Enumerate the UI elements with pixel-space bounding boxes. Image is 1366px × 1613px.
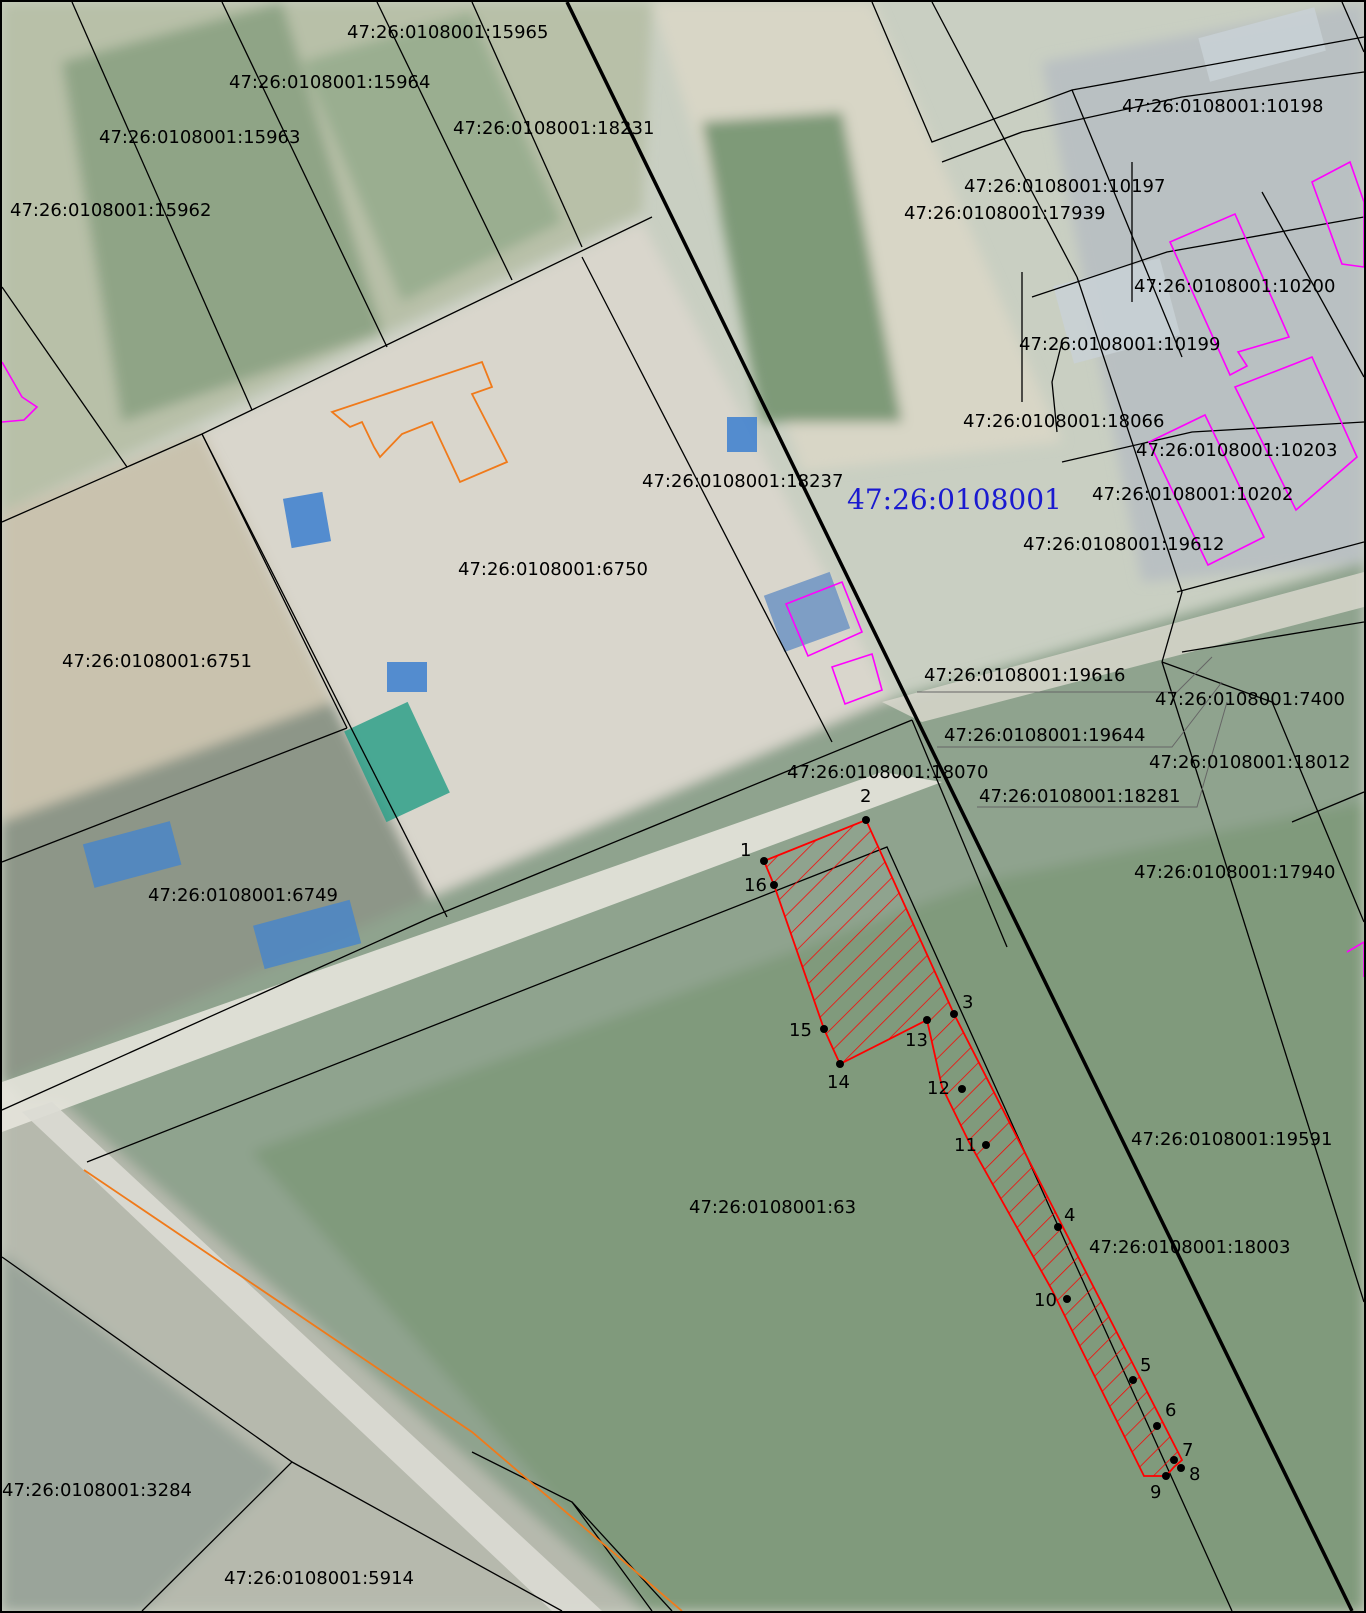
parcel-label: 47:26:0108001:7400 bbox=[1155, 689, 1345, 710]
parcel-label: 47:26:0108001:5914 bbox=[224, 1568, 414, 1589]
vertex-point[interactable] bbox=[1177, 1464, 1185, 1472]
vertex-number: 16 bbox=[744, 875, 767, 896]
vertex-point[interactable] bbox=[1162, 1472, 1170, 1480]
parcel-label: 47:26:0108001:19616 bbox=[924, 665, 1126, 686]
vertex-number: 1 bbox=[740, 840, 752, 861]
vertex-point[interactable] bbox=[950, 1010, 958, 1018]
vertex-number: 13 bbox=[905, 1030, 928, 1051]
quarter-label: 47:26:0108001 bbox=[847, 483, 1062, 516]
parcel-label: 47:26:0108001:19612 bbox=[1023, 534, 1225, 555]
parcel-label: 47:26:0108001:63 bbox=[689, 1197, 857, 1218]
parcel-label: 47:26:0108001:15964 bbox=[229, 72, 431, 93]
vertex-point[interactable] bbox=[820, 1025, 828, 1033]
vertex-number: 8 bbox=[1189, 1464, 1201, 1485]
parcel-label: 47:26:0108001:6749 bbox=[148, 885, 338, 906]
vertex-number: 6 bbox=[1165, 1400, 1177, 1421]
parcel-label: 47:26:0108001:18012 bbox=[1149, 752, 1351, 773]
target-land-plot[interactable] bbox=[762, 818, 1184, 1477]
parcel-label: 47:26:0108001:10200 bbox=[1134, 276, 1336, 297]
vertex-point[interactable] bbox=[760, 857, 768, 865]
parcel-label: 47:26:0108001:15965 bbox=[347, 22, 549, 43]
vertex-number: 15 bbox=[789, 1020, 812, 1041]
vertex-number: 9 bbox=[1150, 1482, 1162, 1503]
parcel-label: 47:26:0108001:18231 bbox=[453, 118, 655, 139]
parcel-label: 47:26:0108001:3284 bbox=[2, 1480, 192, 1501]
vertex-point[interactable] bbox=[1063, 1295, 1071, 1303]
parcel-label: 47:26:0108001:15962 bbox=[10, 200, 212, 221]
parcel-label: 47:26:0108001:10199 bbox=[1019, 334, 1221, 355]
parcel-label: 47:26:0108001:17939 bbox=[904, 203, 1106, 224]
vertex-point[interactable] bbox=[1170, 1456, 1178, 1464]
vertex-number: 4 bbox=[1064, 1205, 1076, 1226]
vertex-point[interactable] bbox=[862, 816, 870, 824]
parcel-label: 47:26:0108001:18003 bbox=[1089, 1237, 1291, 1258]
vertex-number: 11 bbox=[954, 1135, 977, 1156]
parcel-label: 47:26:0108001:18066 bbox=[963, 411, 1165, 432]
vertex-number: 5 bbox=[1140, 1355, 1152, 1376]
vertex-point[interactable] bbox=[1054, 1223, 1062, 1231]
parcel-label: 47:26:0108001:10203 bbox=[1136, 440, 1338, 461]
vertex-number: 14 bbox=[827, 1072, 850, 1093]
building-outlines bbox=[2, 160, 1364, 977]
parcel-label: 47:26:0108001:18237 bbox=[642, 471, 844, 492]
parcel-label: 47:26:0108001:6751 bbox=[62, 651, 252, 672]
parcel-label: 47:26:0108001:19644 bbox=[944, 725, 1146, 746]
parcel-label: 47:26:0108001:10202 bbox=[1092, 484, 1294, 505]
quarter-boundary bbox=[565, 2, 1354, 1611]
vertex-number: 3 bbox=[962, 992, 974, 1013]
vertex-number: 12 bbox=[927, 1078, 950, 1099]
vertex-point[interactable] bbox=[1129, 1376, 1137, 1384]
vertex-number: 7 bbox=[1182, 1440, 1194, 1461]
label-leaders bbox=[917, 656, 1228, 808]
parcel-label: 47:26:0108001:19591 bbox=[1131, 1129, 1333, 1150]
vertex-point[interactable] bbox=[982, 1141, 990, 1149]
planned-line bbox=[83, 1169, 683, 1611]
parcel-label: 47:26:0108001:10198 bbox=[1122, 96, 1324, 117]
parcel-label: 47:26:0108001:15963 bbox=[99, 127, 301, 148]
vertex-point[interactable] bbox=[770, 881, 778, 889]
vertex-number: 10 bbox=[1034, 1290, 1057, 1311]
vertex-number: 2 bbox=[860, 786, 872, 807]
parcel-label: 47:26:0108001:10197 bbox=[964, 176, 1166, 197]
vertex-point[interactable] bbox=[1153, 1422, 1161, 1430]
parcel-label: 47:26:0108001:17940 bbox=[1134, 862, 1336, 883]
vertex-point[interactable] bbox=[923, 1016, 931, 1024]
vertex-point[interactable] bbox=[836, 1060, 844, 1068]
parcel-label: 47:26:0108001:18070 bbox=[787, 762, 989, 783]
parcel-label: 47:26:0108001:6750 bbox=[458, 559, 648, 580]
vertex-point[interactable] bbox=[958, 1085, 966, 1093]
parcel-label: 47:26:0108001:18281 bbox=[979, 786, 1181, 807]
